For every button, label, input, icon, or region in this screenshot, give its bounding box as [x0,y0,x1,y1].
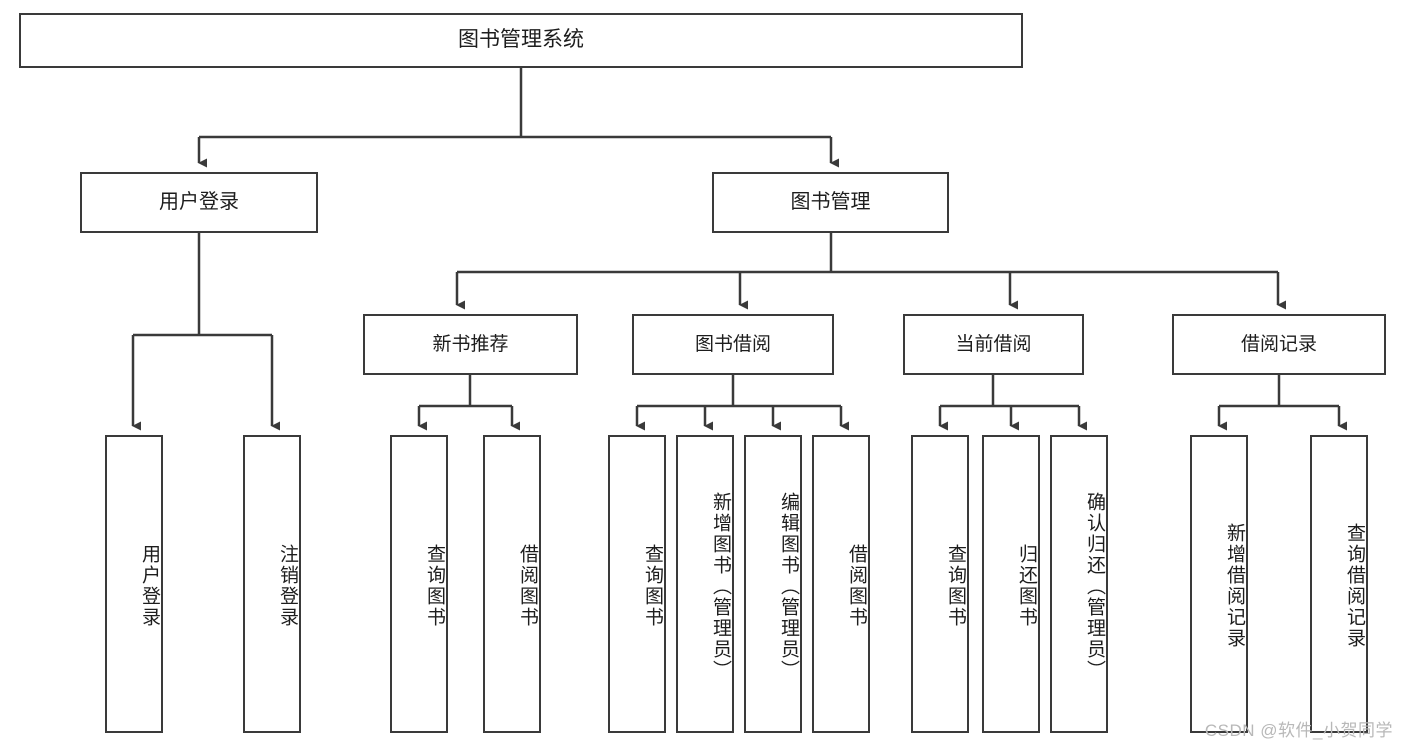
node-leaf-logout[interactable]: 注销登录 [243,435,301,733]
node-leaf-query-book-3[interactable]: 查询图书 [911,435,969,733]
node-leaf-add-book-admin[interactable]: 新增图书（管理员） [676,435,734,733]
node-current-borrow[interactable]: 当前借阅 [903,314,1084,375]
node-label: 确认归还（管理员） [1084,491,1105,681]
node-label: 新增图书（管理员） [710,491,731,681]
node-label: 当前借阅 [955,333,1032,355]
node-borrow-record[interactable]: 借阅记录 [1172,314,1386,375]
node-leaf-user-login[interactable]: 用户登录 [105,435,163,733]
node-label: 图书管理系统 [458,28,584,52]
node-label: 查询图书 [642,544,663,628]
node-new-book-recommend[interactable]: 新书推荐 [363,314,578,375]
node-leaf-return-book[interactable]: 归还图书 [982,435,1040,733]
node-leaf-query-book-2[interactable]: 查询图书 [608,435,666,733]
node-label: 借阅图书 [846,544,867,628]
node-book-manage[interactable]: 图书管理 [712,172,949,233]
node-leaf-edit-book-admin[interactable]: 编辑图书（管理员） [744,435,802,733]
node-label: 注销登录 [277,544,298,628]
node-leaf-add-borrow-record[interactable]: 新增借阅记录 [1190,435,1248,733]
node-leaf-query-borrow-record[interactable]: 查询借阅记录 [1310,435,1368,733]
node-book-borrow[interactable]: 图书借阅 [632,314,834,375]
node-leaf-query-book-1[interactable]: 查询图书 [390,435,448,733]
node-label: 借阅图书 [517,544,538,628]
node-label: 新增借阅记录 [1224,523,1245,649]
node-label: 新书推荐 [432,333,509,355]
node-label: 查询图书 [424,544,445,628]
node-label: 用户登录 [139,544,160,628]
node-label: 编辑图书（管理员） [778,491,799,681]
node-label: 归还图书 [1016,544,1037,628]
node-root-system[interactable]: 图书管理系统 [19,13,1023,68]
node-leaf-borrow-book-2[interactable]: 借阅图书 [812,435,870,733]
node-label: 查询借阅记录 [1344,523,1365,649]
node-label: 查询图书 [945,544,966,628]
csdn-watermark: CSDN @软件_小贺同学 [1204,721,1393,740]
node-user-login[interactable]: 用户登录 [80,172,318,233]
node-label: 图书借阅 [694,333,771,355]
node-label: 借阅记录 [1240,333,1317,355]
node-leaf-confirm-return-admin[interactable]: 确认归还（管理员） [1050,435,1108,733]
node-label: 用户登录 [159,191,239,213]
node-label: 图书管理 [790,191,871,213]
node-leaf-borrow-book-1[interactable]: 借阅图书 [483,435,541,733]
